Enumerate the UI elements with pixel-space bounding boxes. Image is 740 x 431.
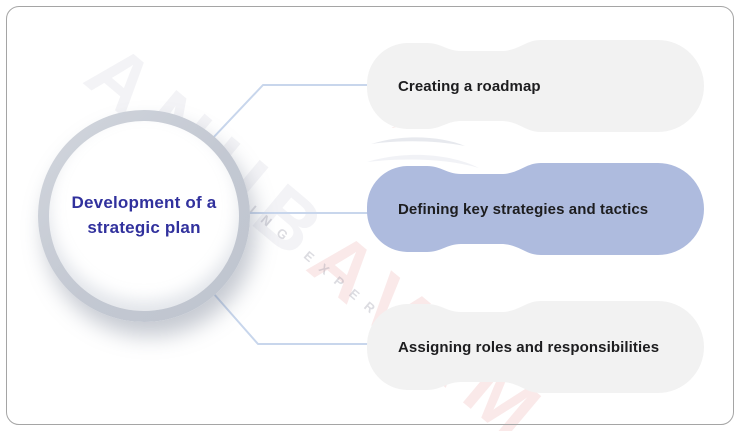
center-node-label: Development of a strategic plan	[71, 193, 217, 237]
branch-node-roadmap: Creating a roadmap	[367, 40, 704, 132]
connector-line-top	[210, 84, 368, 141]
branch-node-shape	[367, 301, 704, 393]
branch-node-shape	[367, 163, 704, 255]
branch-node-shape	[367, 40, 704, 132]
branch-node-label: Creating a roadmap	[398, 77, 541, 95]
connector-line-bottom	[205, 284, 368, 345]
branch-node-label: Defining key strategies and tactics	[398, 200, 649, 218]
branch-node-label: Assigning roles and responsibilities	[398, 338, 660, 356]
branch-node-strategies: Defining key strategies and tactics	[367, 163, 704, 255]
branch-node-roles: Assigning roles and responsibilities	[367, 301, 704, 393]
center-node: Development of a strategic plan	[38, 110, 250, 322]
center-node-inner: Development of a strategic plan	[49, 121, 239, 311]
